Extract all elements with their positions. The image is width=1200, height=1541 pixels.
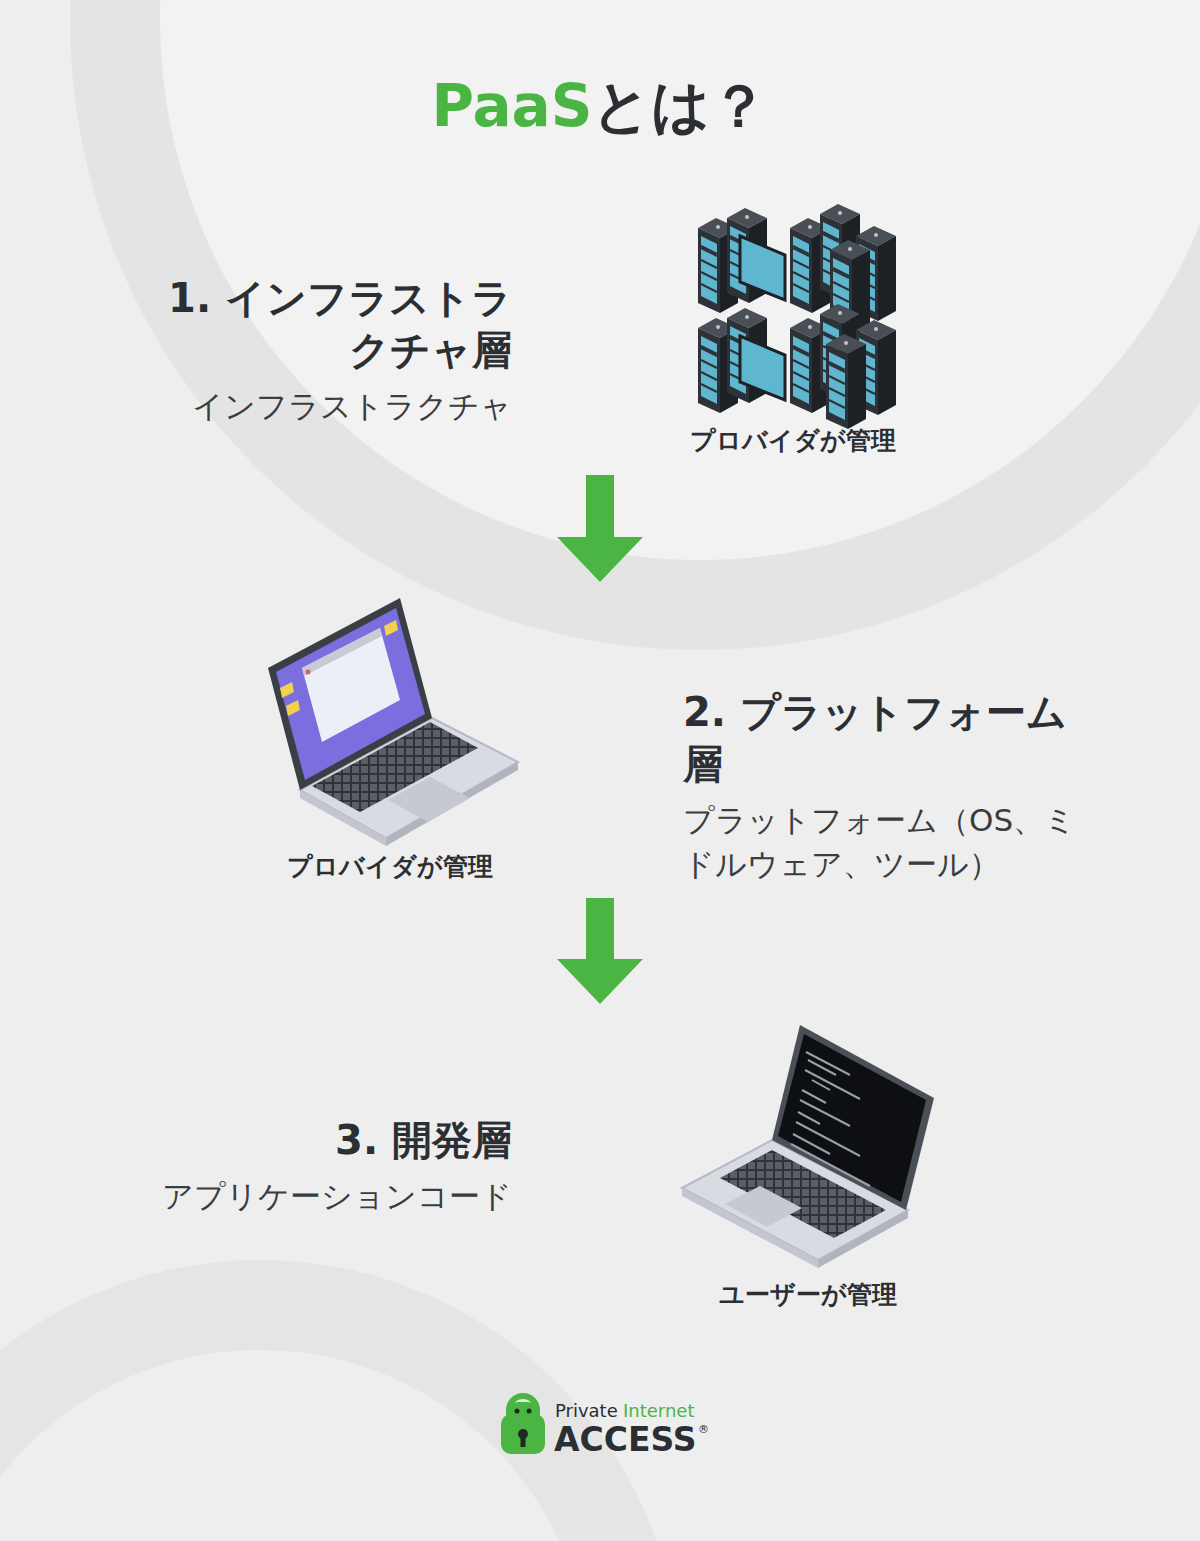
layer-description: インフラストラクチャ xyxy=(152,384,512,428)
flow-arrow xyxy=(557,475,643,582)
manager-caption: プロバイダが管理 xyxy=(690,424,896,457)
layer-section: 1. インフラストラクチャ層インフラストラクチャ xyxy=(140,200,1060,472)
laptop-development xyxy=(682,1025,934,1268)
background-arc xyxy=(0,1260,680,1541)
layer-heading: 3. 開発層 xyxy=(92,1114,512,1166)
layer-heading: 2. プラットフォーム層 xyxy=(683,686,1083,790)
layer-description: アプリケーションコード xyxy=(92,1174,512,1218)
text-column: 3. 開発層アプリケーションコード xyxy=(92,1114,512,1218)
flow-arrow xyxy=(557,898,643,1004)
text-column: 2. プラットフォーム層プラットフォーム（OS、ミドルウェア、ツール） xyxy=(683,686,1083,886)
title-row: PaaSとは？ xyxy=(0,68,1200,144)
text-column: 1. インフラストラクチャ層インフラストラクチャ xyxy=(152,272,512,428)
layer-heading: 1. インフラストラクチャ層 xyxy=(152,272,512,376)
background-arc xyxy=(0,1350,590,1541)
manager-caption: ユーザーが管理 xyxy=(719,1278,897,1311)
logo-text: Private xyxy=(555,1400,618,1422)
laptop-platform xyxy=(268,598,518,846)
logo-mark: ® xyxy=(698,1424,709,1436)
title: PaaSとは？ xyxy=(431,68,768,144)
layer-description: プラットフォーム（OS、ミドルウェア、ツール） xyxy=(683,798,1083,886)
background-arc xyxy=(70,0,1200,650)
layer-section: 3. 開発層アプリケーションコード xyxy=(140,1012,1060,1312)
layer-section: 2. プラットフォーム層プラットフォーム（OS、ミドルウェア、ツール） xyxy=(140,590,1060,895)
manager-caption: プロバイダが管理 xyxy=(287,850,493,883)
server-rack xyxy=(698,204,896,429)
logo-text: ACCESS xyxy=(554,1420,697,1460)
logo-padlock xyxy=(501,1396,545,1454)
logo-text: Internet xyxy=(623,1400,694,1422)
